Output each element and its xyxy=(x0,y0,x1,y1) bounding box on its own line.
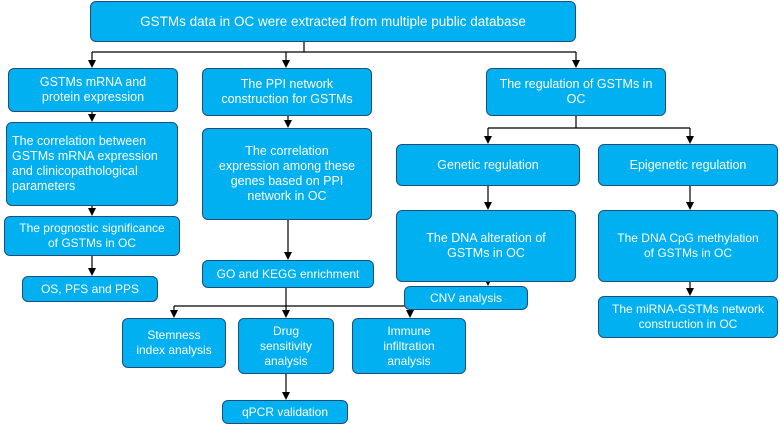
clinicopathological-correlation-box: The correlation between GSTMs mRNA expre… xyxy=(6,122,178,206)
prognostic-significance-box: The prognostic significance of GSTMs in … xyxy=(4,216,180,256)
epigenetic-regulation-box: Epigenetic regulation xyxy=(598,144,778,186)
qpcr-validation-box: qPCR validation xyxy=(222,400,348,424)
drug-sensitivity-box: Drug sensitivity analysis xyxy=(238,318,334,374)
ppi-network-construction-box: The PPI network construction for GSTMs xyxy=(202,68,372,116)
cpg-methylation-box: The DNA CpG methylation of GSTMs in OC xyxy=(598,210,778,282)
go-kegg-enrichment-box: GO and KEGG enrichment xyxy=(202,260,374,288)
cnv-analysis-box: CNV analysis xyxy=(404,286,528,310)
genetic-regulation-box: Genetic regulation xyxy=(396,144,580,186)
survival-metrics-box: OS, PFS and PPS xyxy=(22,276,158,302)
gstm-regulation-box: The regulation of GSTMs in OC xyxy=(486,68,666,116)
title-box: GSTMs data in OC were extracted from mul… xyxy=(90,1,576,42)
mrna-protein-expression-box: GSTMs mRNA and protein expression xyxy=(8,68,178,112)
ppi-correlation-expression-box: The correlation expression among these g… xyxy=(202,128,372,220)
dna-alteration-box: The DNA alteration of GSTMs in OC xyxy=(396,210,576,282)
immune-infiltration-box: Immune infiltration analysis xyxy=(352,318,466,374)
stemness-index-box: Stemness index analysis xyxy=(122,318,226,368)
mirna-network-box: The miRNA-GSTMs network construction in … xyxy=(598,296,778,338)
